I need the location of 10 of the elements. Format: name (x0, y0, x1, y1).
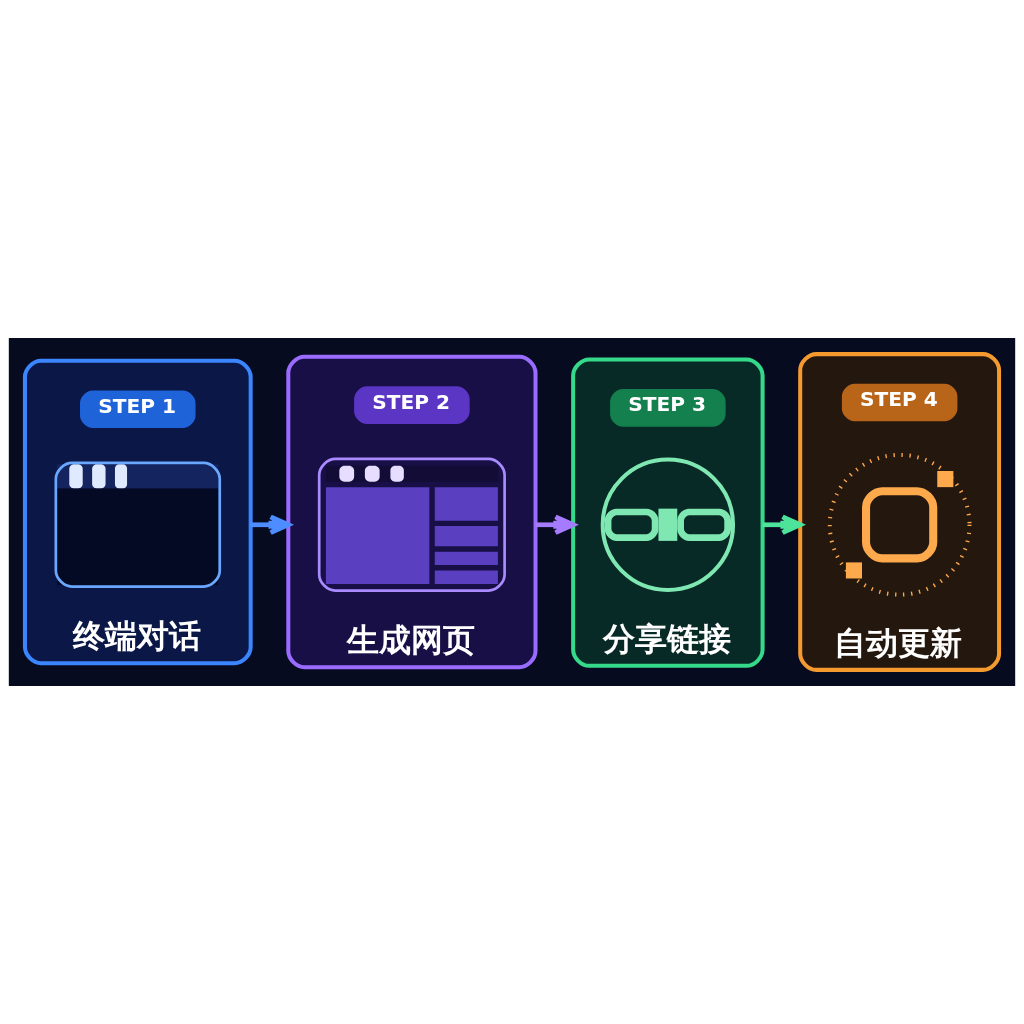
arrow (535, 514, 576, 535)
arrow (250, 514, 291, 535)
node-box: STEP 3 (610, 389, 726, 427)
node-picture (600, 457, 736, 592)
node-box: STEP 1 (80, 390, 196, 429)
node-picture (317, 457, 506, 592)
arrow (762, 514, 803, 535)
node-box: STEP 2 (354, 386, 470, 424)
node-box: STEP 4 (841, 383, 958, 422)
node-picture (827, 452, 972, 597)
